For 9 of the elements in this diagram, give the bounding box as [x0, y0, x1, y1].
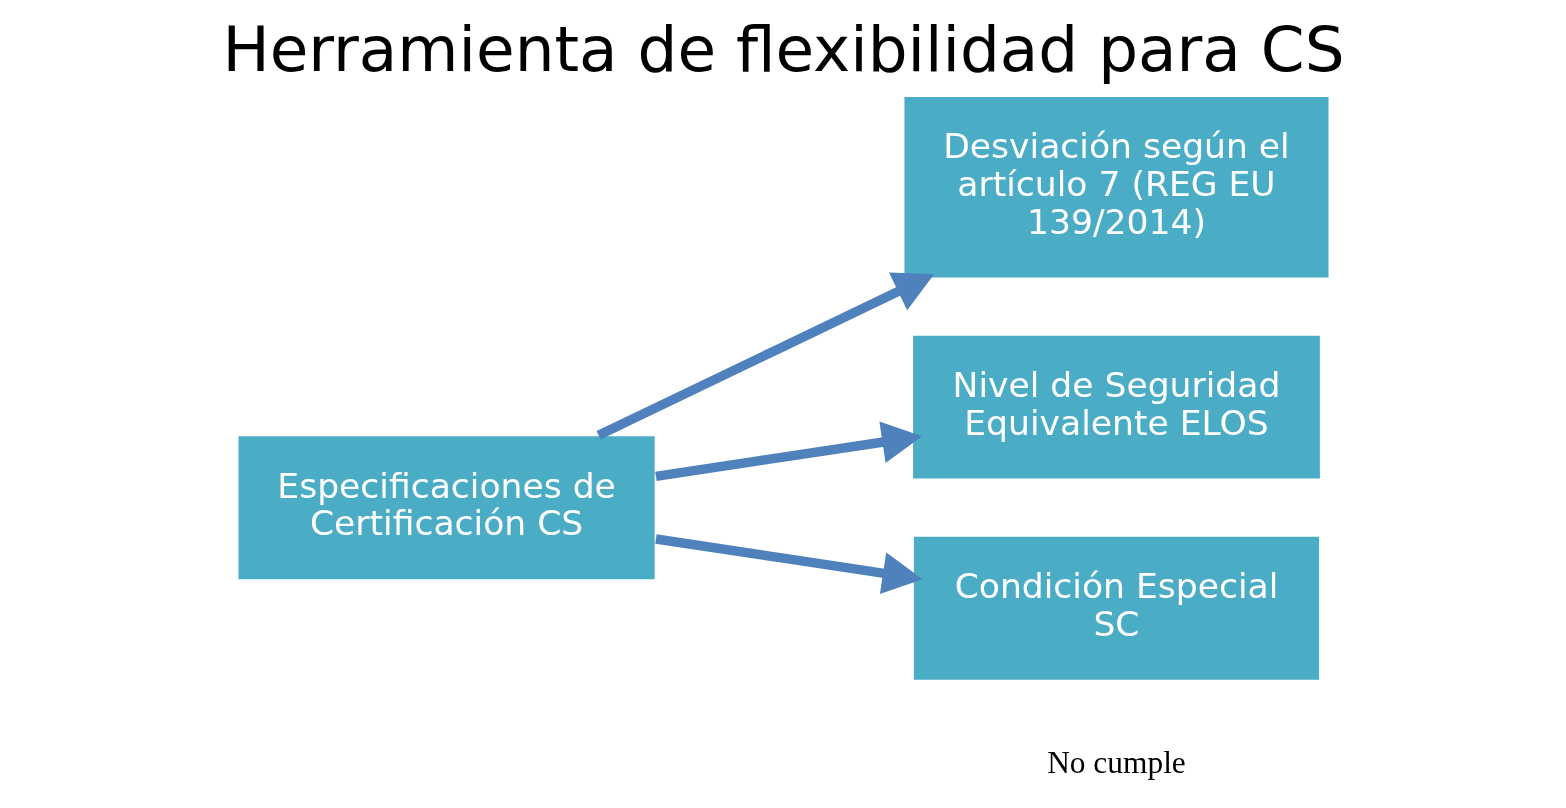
label: No cumple — [1046, 745, 1186, 781]
diagram-title: Herramienta de flexibilidad para CS — [221, 13, 1345, 87]
node-box: Especificaciones de Certificación CS — [236, 434, 656, 581]
arrow — [596, 272, 934, 440]
node-box: Condición Especial SC — [911, 535, 1321, 682]
node-box: Nivel de Seguridad Equivalente ELOS — [911, 334, 1321, 481]
arrow — [654, 534, 923, 594]
arrow — [654, 421, 922, 481]
node-box: Desviación según el artículo 7 (REG EU 139/2014) — [902, 95, 1330, 280]
